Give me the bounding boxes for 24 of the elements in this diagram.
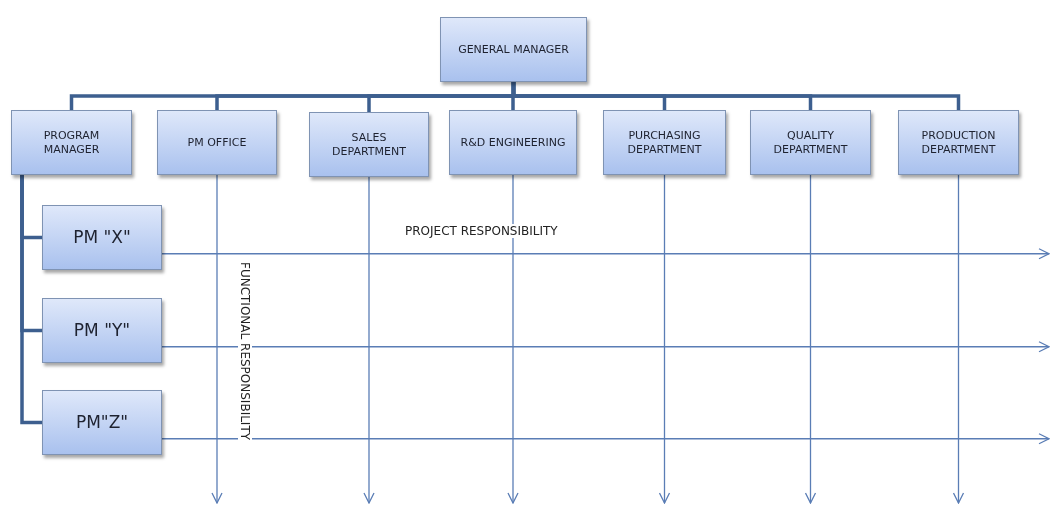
arrow (161, 433, 1050, 445)
arrow (804, 174, 817, 504)
arrow (658, 174, 671, 504)
connector-line (20, 175, 42, 425)
arrow (211, 174, 223, 504)
axis-label: FUNCTIONAL RESPONSIBILITY (238, 260, 252, 443)
org-box: R&D ENGINEERING (449, 110, 577, 175)
org-box: PM "Y" (42, 298, 162, 363)
arrow (952, 174, 965, 504)
org-box: PROGRAM MANAGER (11, 110, 132, 175)
org-box: PM"Z" (42, 390, 162, 455)
org-box: PM OFFICE (157, 110, 277, 175)
arrow (507, 174, 519, 504)
org-box: PURCHASING DEPARTMENT (603, 110, 726, 175)
connector-line (511, 82, 961, 110)
axis-label: PROJECT RESPONSIBILITY (405, 224, 558, 238)
org-box: SALES DEPARTMENT (309, 112, 429, 177)
arrow (161, 248, 1050, 260)
arrow (161, 341, 1050, 353)
arrow (363, 176, 375, 504)
org-box: PM "X" (42, 205, 162, 270)
org-box: QUALITY DEPARTMENT (750, 110, 871, 175)
org-box: GENERAL MANAGER (440, 17, 587, 82)
org-box: PRODUCTION DEPARTMENT (898, 110, 1019, 175)
